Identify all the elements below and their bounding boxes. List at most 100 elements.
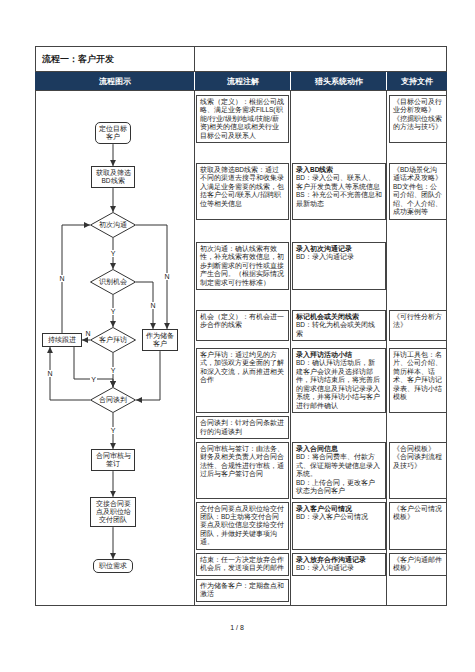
- process-box: 合同审核与签订: [91, 449, 135, 471]
- table-cell: 交付合同要点及职位给交付团队：BD主动将交付合同要点及职位信息交接给交付团队，并…: [196, 502, 289, 550]
- table-text: 录入拜访活动小结: [296, 351, 382, 359]
- diamond-shape: [91, 388, 136, 413]
- table-text: 录入初次沟通记录: [296, 245, 382, 253]
- table-text: 《客户公司情况模板》: [393, 505, 443, 522]
- process-box: 获取及筛选BD线索: [91, 166, 135, 188]
- edge-label: N: [58, 275, 65, 282]
- edge-label: N: [149, 302, 156, 309]
- decision-diamond: 合同谈判: [90, 387, 136, 413]
- edge-label: N: [84, 330, 91, 337]
- table-cell: 客户拜访：通过约见的方式，加强双方更全面的了解和深入交流，从而推进相关合作: [196, 348, 289, 413]
- table-cell: 初次沟通：确认线索有效性，补充线索有效信息，初步判断需求的可行性或直接产生合同。…: [196, 242, 289, 290]
- table-text: 录入BD线索: [296, 166, 382, 174]
- process-box: 定位目标客户: [95, 122, 131, 144]
- table-text: 合同审核与签订：由法务、财务及相关负责人对合同合法性、合规性进行审核，通过后与客…: [200, 445, 285, 479]
- header-divider: [386, 72, 387, 90]
- node-text: 交接合同要点及职位给交付团队: [96, 500, 131, 523]
- table-cell: 标记机会或关闭线索BD：转化为机会或关闭线索: [292, 310, 386, 341]
- flow-connector: [50, 347, 90, 400]
- table-text: 合同谈判：针对合同条款进行的沟通谈判: [200, 419, 285, 436]
- table-cell: 《目标公司及行业分析攻略》《挖掘职位线索的方法与技巧》: [389, 95, 447, 143]
- table-text: 作为储备客户：定期盘点和激活: [200, 582, 285, 599]
- column-header: 猎头系统动作: [291, 76, 386, 87]
- table-text: BD：录入客户公司情况: [296, 513, 382, 521]
- table-text: 《目标公司及行业分析攻略》: [393, 98, 443, 115]
- table-cell: 合同审核与签订：由法务、财务及相关负责人对合同合法性、合规性进行审核，通过后与客…: [196, 442, 289, 499]
- flow-connector: [113, 188, 114, 212]
- column-header: 流程注解: [195, 76, 290, 87]
- table-text: BD：录入沟通记录: [296, 564, 382, 572]
- table-text: 标记机会或关闭线索: [296, 313, 382, 321]
- process-box: 作为储备客户: [142, 329, 178, 351]
- table-cell: 获取及筛选BD线索：通过不同的渠道去搜寻和收集录入满足业务需要的线索，包括客户公…: [196, 163, 289, 220]
- table-cell: 录入放弃合作沟通记录BD：录入沟通记录: [292, 553, 386, 576]
- edge-label: Y: [110, 427, 117, 434]
- diamond-shape: [91, 213, 136, 238]
- process-box: 持续跟进: [42, 333, 82, 347]
- column-header: 支持文件: [387, 76, 447, 87]
- table-text: 录入合同信息: [296, 445, 382, 453]
- table-cell: 合同谈判：针对合同条款进行的沟通谈判: [196, 416, 289, 439]
- page-title: 流程一：客户开发: [42, 54, 114, 66]
- edge-label: N: [163, 273, 170, 280]
- process-box: 职位需求: [93, 559, 133, 573]
- decision-diamond: 客户拜访: [90, 327, 136, 353]
- node-text: 定位目标客户: [99, 125, 127, 140]
- flow-connector: [113, 471, 114, 497]
- edge-label: Y: [110, 308, 117, 315]
- table-cell: 机会（定义）：有机会进一步合作的线索: [196, 310, 289, 341]
- node-text: 职位需求: [99, 562, 127, 569]
- node-text: 客户拜访: [99, 336, 127, 344]
- flow-connector: [113, 527, 114, 559]
- header-divider: [290, 72, 291, 90]
- column-header: 流程图示: [35, 76, 194, 87]
- table-cell: 《可行性分析方法》: [389, 310, 447, 341]
- table-text: 《挖掘职位线索的方法与技巧》: [393, 115, 443, 132]
- table-cell: 拜访工具包：名片、公司介绍、简历样本、话术、客户拜访记录表、拜访小结模板: [389, 348, 447, 413]
- table-text: 客户拜访：通过约见的方式，加强双方更全面的了解和深入交流，从而推进相关合作: [200, 351, 285, 385]
- table-cell: 录入客户公司情况BD：录入客户公司情况: [292, 502, 386, 550]
- node-text: 作为储备客户: [146, 332, 174, 347]
- node-text: 初次沟通: [99, 221, 127, 229]
- table-cell: 录入合同信息BD：将合同费率、付款方式、保证期等关键信息录入系统。BD：上传合同…: [292, 442, 386, 499]
- table-text: 交付合同要点及职位给交付团队：BD主动将交付合同要点及职位信息交接给交付团队，并…: [200, 505, 285, 547]
- table-cell: 线索（定义）：根据公司战略、满足业务需求FILLS(职能/行业/级别/地域/技能…: [196, 95, 289, 143]
- edge-label: Y: [90, 376, 97, 383]
- table-cell: 结束：任一方决定放弃合作机会后，发送项目关闭邮件: [196, 553, 289, 576]
- table-text: 获取及筛选BD线索：通过不同的渠道去搜寻和收集录入满足业务需要的线索，包括客户公…: [200, 166, 285, 208]
- table-text: BS：补充公司不完善信息和最新动态: [296, 191, 382, 208]
- node-text: 合同谈判: [99, 396, 127, 404]
- node-text: 获取及筛选BD线索: [96, 169, 131, 184]
- table-text: 结束：任一方决定放弃合作机会后，发送项目关闭邮件: [200, 556, 285, 573]
- edge-label: Y: [110, 367, 117, 374]
- table-text: 《客户沟通邮件模板》: [393, 556, 443, 573]
- flow-connector: [136, 225, 167, 329]
- diamond-shape: [91, 328, 136, 353]
- table-text: 录入客户公司情况: [296, 505, 382, 513]
- table-text: 线索（定义）：根据公司战略、满足业务需求FILLS(职能/行业/级别/地域/技能…: [200, 98, 285, 140]
- process-box: 交接合同要点及职位给交付团队: [90, 497, 136, 527]
- table-text: 机会（定义）：有机会进一步合作的线索: [200, 313, 285, 330]
- table-text: BD：录入公司、联系人、客户开发负责人等系统信息: [296, 174, 382, 191]
- table-text: 《合同谈判流程及技巧》: [393, 453, 443, 470]
- edge-label: Y: [110, 250, 117, 257]
- table-cell: 录入初次沟通记录BD：录入沟通记录: [292, 242, 386, 290]
- table-text: 初次沟通：确认线索有效性，补充线索有效信息，初步判断需求的可行性或直接产生合同。…: [200, 245, 285, 287]
- page-number: 1 / 8: [187, 624, 287, 631]
- decision-diamond: 初次沟通: [90, 212, 136, 238]
- table-cell: 《客户公司情况模板》: [389, 502, 447, 550]
- table-text: 拜访工具包：名片、公司介绍、简历样本、话术、客户拜访记录表、拜访小结模板: [393, 351, 443, 402]
- flow-connector: [113, 144, 114, 166]
- table-cell: 《BD场景化沟通话术及攻略》BD文件包：公司介绍、团队介绍、个人介绍、成功案例等: [389, 163, 447, 220]
- flow-connector: [82, 340, 90, 341]
- table-text: BD：上传合同，更改客户状态为合同客户: [296, 479, 382, 496]
- header-divider: [194, 72, 195, 90]
- title-cell-right: [194, 46, 447, 72]
- node-text: 识别机会: [99, 278, 127, 286]
- node-text: 持续跟进: [48, 336, 76, 343]
- decision-diamond: 识别机会: [90, 269, 136, 295]
- table-text: 《可行性分析方法》: [393, 313, 443, 330]
- table-cell: 《合同模板》《合同谈判流程及技巧》: [389, 442, 447, 499]
